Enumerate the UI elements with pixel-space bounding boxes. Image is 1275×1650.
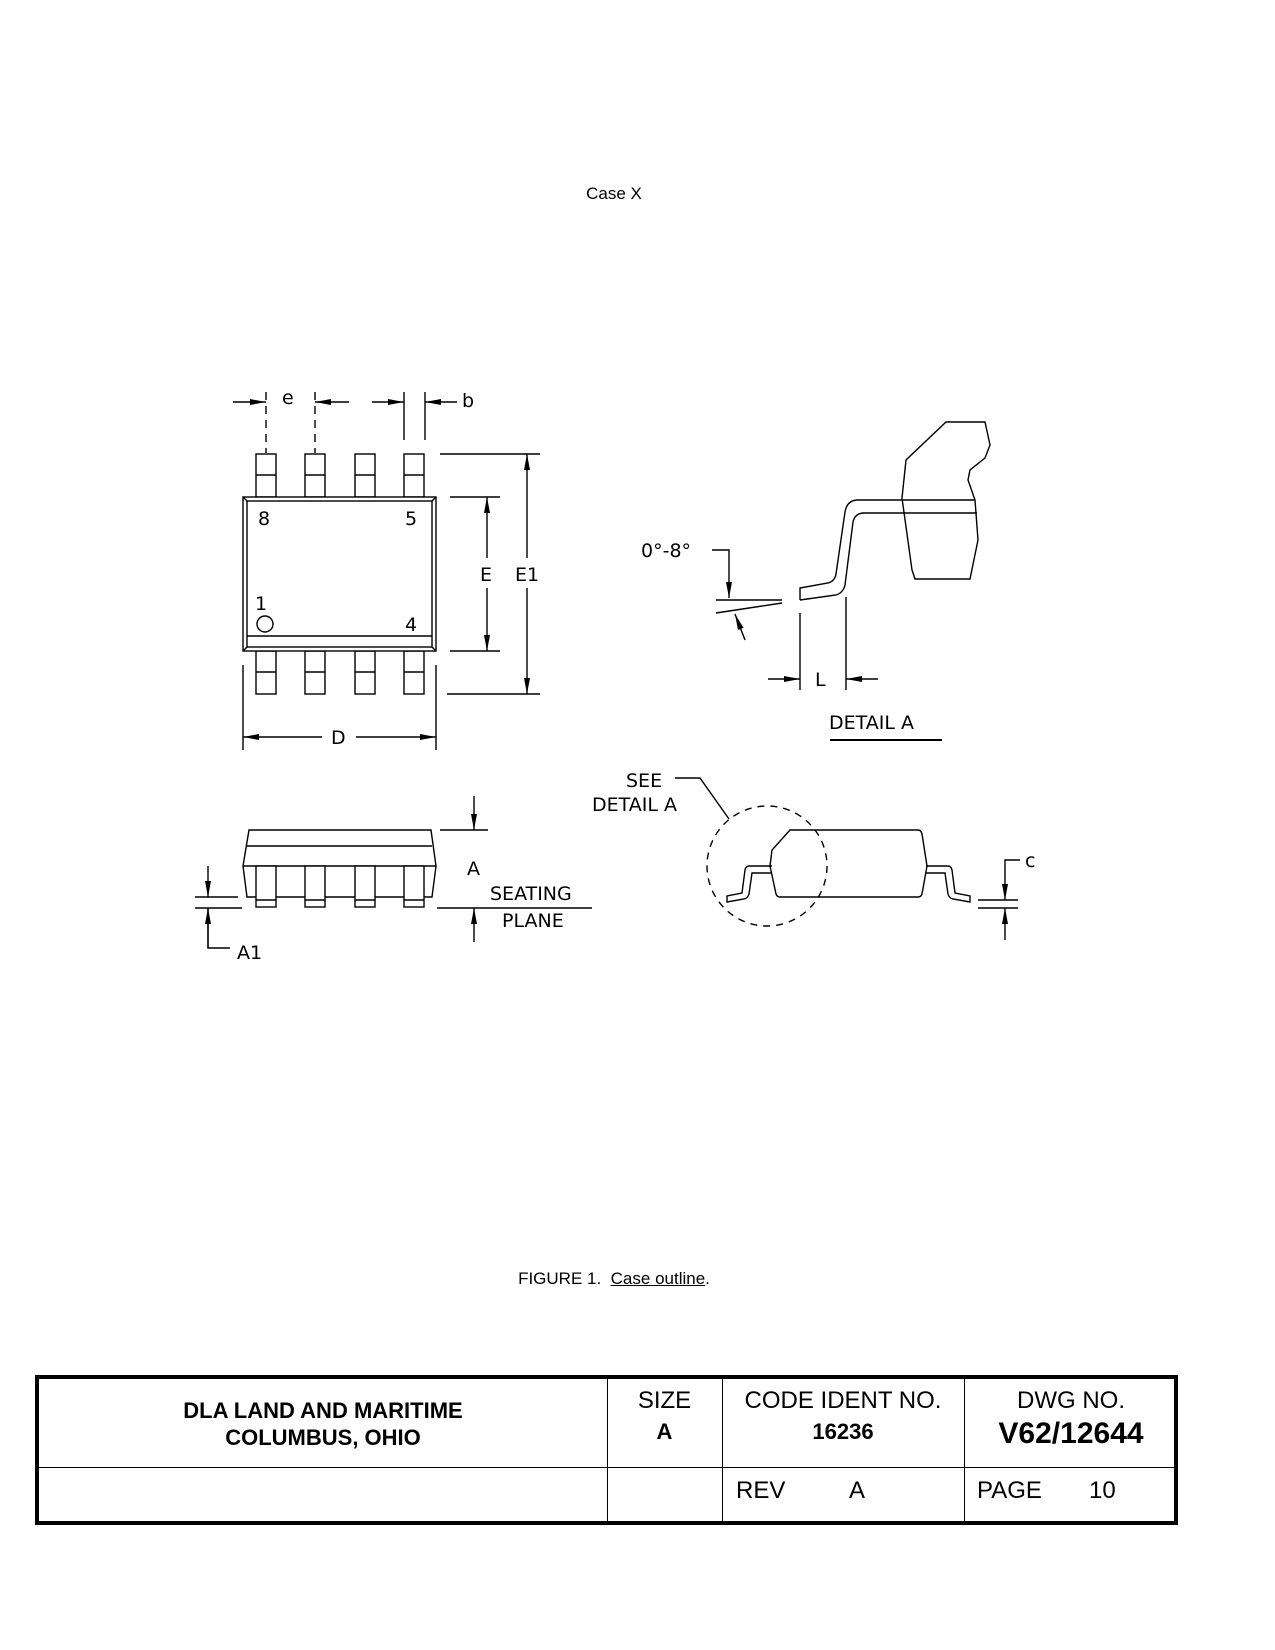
- pin-label-8: 8: [258, 508, 270, 530]
- bottom-leads: [255, 650, 425, 695]
- dim-E-label: E: [480, 564, 492, 586]
- detail-a-title: DETAIL A: [829, 712, 914, 734]
- dim-E1-label: E1: [515, 564, 539, 586]
- angle-label: 0°-8°: [641, 540, 691, 562]
- code-ident-cell: CODE IDENT NO. 16236: [722, 1387, 964, 1445]
- page-label: PAGE: [977, 1477, 1042, 1504]
- dwg-no-label: DWG NO.: [1017, 1387, 1125, 1414]
- pin1-indicator-icon: [256, 615, 274, 633]
- dim-D-label: D: [331, 727, 346, 749]
- figure-caption: FIGURE 1. Case outline.: [0, 1269, 1228, 1289]
- pin-label-1: 1: [255, 593, 267, 615]
- dim-A-label: A: [467, 858, 480, 880]
- code-ident-value: 16236: [812, 1419, 874, 1444]
- seating-label: SEATING: [490, 883, 572, 905]
- side-view: A SEATING PLANE A1: [195, 796, 592, 964]
- detail-a-view: 0°-8° L DETAIL A: [641, 421, 991, 741]
- organization: DLA LAND AND MARITIME COLUMBUS, OHIO: [39, 1397, 607, 1451]
- dim-L-label: L: [815, 669, 826, 691]
- title-block: DLA LAND AND MARITIME COLUMBUS, OHIO SIZ…: [35, 1375, 1178, 1525]
- pin-label-5: 5: [405, 508, 417, 530]
- end-view: SEE DETAIL A c: [592, 770, 1035, 940]
- see-label: SEE: [626, 770, 662, 792]
- dim-c-label: c: [1025, 850, 1035, 872]
- figure-number: FIGURE 1.: [518, 1269, 602, 1288]
- code-ident-label: CODE IDENT NO.: [744, 1387, 942, 1414]
- org-name: DLA LAND AND MARITIME: [183, 1398, 463, 1423]
- size-cell: SIZE A: [607, 1387, 722, 1445]
- org-location: COLUMBUS, OHIO: [225, 1425, 421, 1450]
- case-label: Case X: [586, 184, 642, 203]
- plane-label: PLANE: [502, 910, 564, 932]
- size-label: SIZE: [637, 1387, 692, 1414]
- dwg-no-cell: DWG NO. V62/12644: [964, 1387, 1178, 1451]
- rev-value: A: [849, 1477, 866, 1504]
- detail-a-callout-circle: [706, 805, 828, 927]
- dim-A1-label: A1: [237, 942, 262, 964]
- pin-label-4: 4: [405, 614, 417, 636]
- size-value: A: [656, 1419, 673, 1444]
- figure-suffix: .: [705, 1269, 710, 1288]
- top-leads: [255, 453, 425, 498]
- see-detail-label: DETAIL A: [592, 794, 677, 816]
- package-body: [242, 496, 437, 652]
- top-view: 8 5 1 4 e b E E1 D: [233, 387, 540, 750]
- figure-title: Case outline: [610, 1269, 706, 1288]
- page-value: 10: [1089, 1477, 1116, 1504]
- dim-b-label: b: [462, 390, 474, 412]
- dim-e-label: e: [282, 387, 294, 409]
- dwg-no-value: V62/12644: [998, 1417, 1144, 1450]
- rev-label: REV: [736, 1477, 786, 1504]
